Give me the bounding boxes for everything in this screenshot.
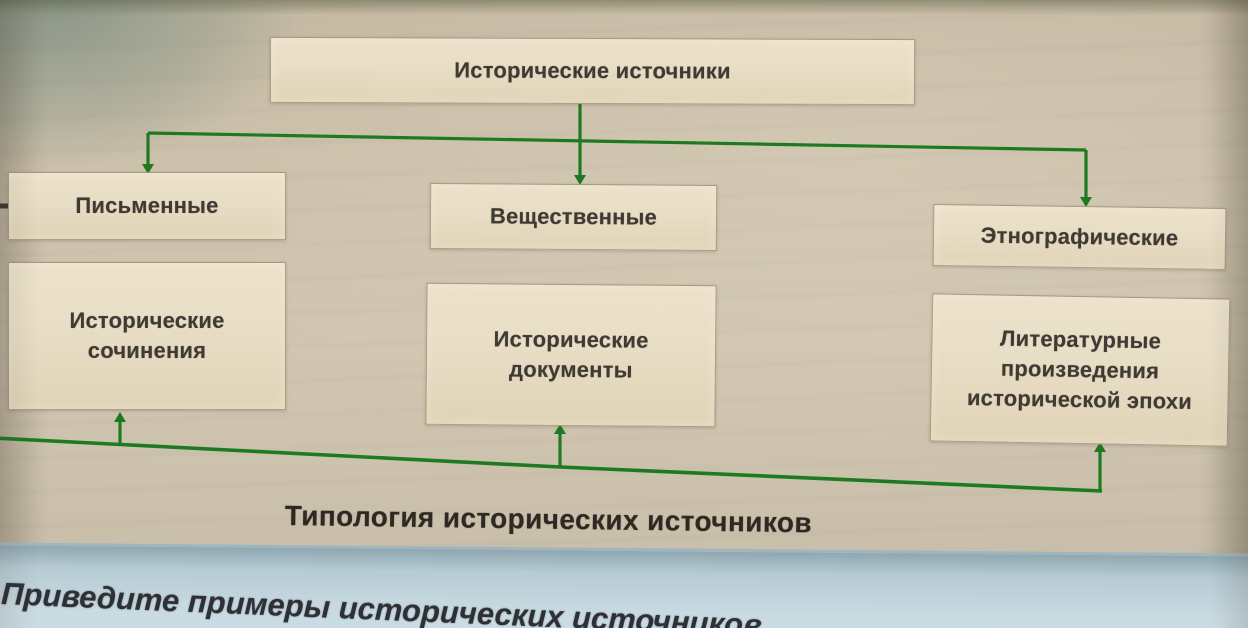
node-label: Исторические источники	[454, 57, 731, 84]
node-label: Письменные	[75, 193, 219, 219]
node-label: Вещественные	[489, 203, 658, 230]
node-written: Письменные	[8, 172, 286, 240]
node-historical-documents: Исторические документы	[425, 282, 717, 428]
node-label: Этнографические	[980, 222, 1179, 251]
node-material: Вещественные	[429, 182, 718, 252]
arrow-up-icon	[554, 424, 566, 434]
connector-root-to-level1	[142, 104, 1092, 207]
node-historical-writings: Исторические сочинения	[8, 262, 286, 410]
arrow-down-icon	[142, 164, 154, 174]
arrow-down-icon	[574, 175, 586, 185]
connector-bottom-to-level2	[0, 412, 1106, 493]
node-label: Исторические сочинения	[69, 308, 225, 363]
node-ethnographic: Этнографические	[932, 203, 1227, 271]
node-literary-works: Литературные произведения исторической э…	[929, 293, 1231, 447]
arrow-up-icon	[114, 412, 126, 422]
arrow-down-icon	[1080, 197, 1092, 207]
arrow-up-icon	[1094, 442, 1106, 452]
node-label: Литературные произведения исторической э…	[966, 326, 1193, 414]
node-historical-sources: Исторические источники	[269, 36, 916, 106]
node-label: Исторические документы	[493, 326, 649, 383]
